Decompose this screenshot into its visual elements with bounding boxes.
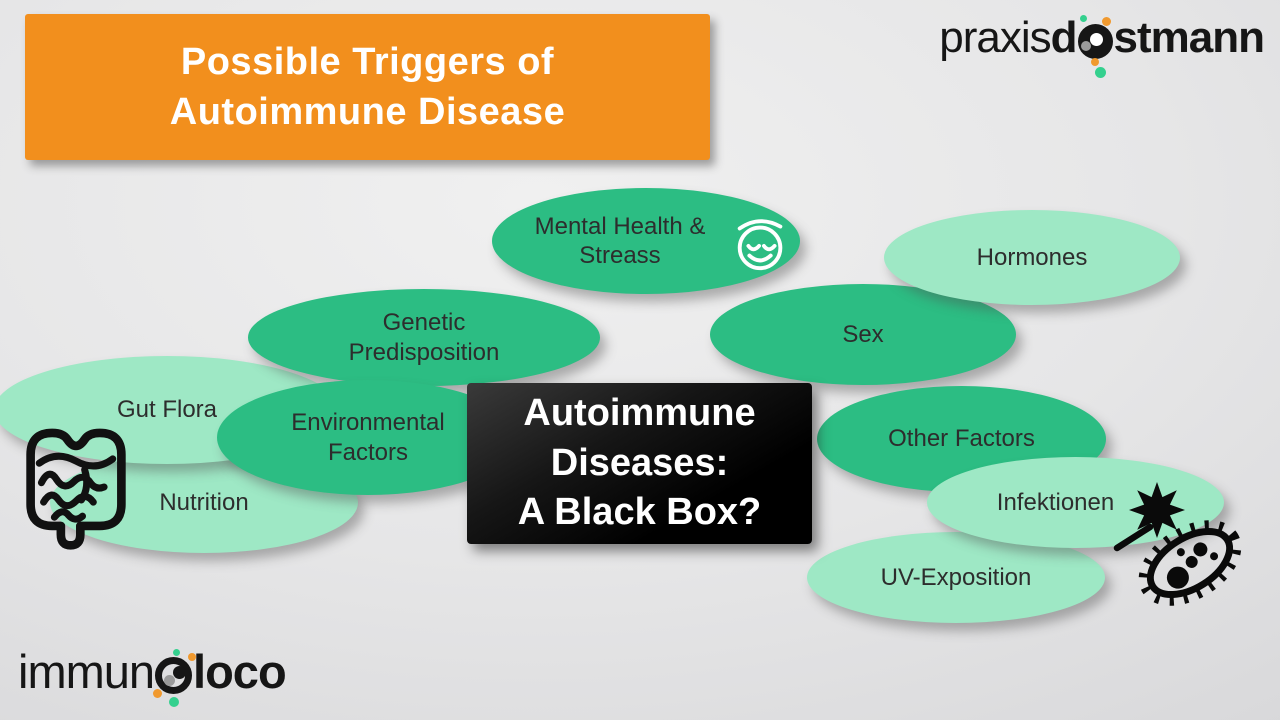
bubble-infektionen: Infektionen xyxy=(927,457,1224,548)
bubble-sex: Sex xyxy=(710,284,1016,385)
bubble-label: Genetic Predisposition xyxy=(348,309,500,366)
center-black-box: Autoimmune Diseases: A Black Box? xyxy=(467,383,812,544)
title-banner: Possible Triggers of Autoimmune Disease xyxy=(25,14,710,160)
bubble-label: Environmental Factors xyxy=(291,409,445,466)
bubble-label: Mental Health & Streass xyxy=(534,212,706,269)
logo-dot-orange-top xyxy=(1101,17,1111,26)
bubble-hormones: Hormones xyxy=(884,210,1180,305)
logo-dot-green-top xyxy=(1079,15,1087,22)
logo-dot-green-top xyxy=(173,649,181,656)
intestine-icon xyxy=(26,428,126,550)
virus-starburst-icon xyxy=(1129,482,1185,538)
logo-dot-orange-bottom xyxy=(1090,58,1099,66)
bubble-label: Hormones xyxy=(976,243,1088,271)
logo-o-dots-icon xyxy=(153,649,197,707)
logo-text-loco: loco xyxy=(193,645,287,698)
logo-dot-green-bottom xyxy=(169,697,180,707)
flagella-lines xyxy=(1113,509,1170,552)
logo-o-dots-icon xyxy=(1077,15,1113,78)
bubble-label: Nutrition xyxy=(159,488,249,516)
virus-and-bacteria-icons xyxy=(1113,482,1242,606)
bubble-label: Infektionen xyxy=(996,488,1115,516)
bubble-genetic-predisposition: Genetic Predisposition xyxy=(248,289,600,386)
bubble-mental-health-stress: Mental Health & Streass xyxy=(492,188,800,294)
immunoloco-logo: immun loco xyxy=(18,645,287,707)
logo-dot-green-bottom xyxy=(1094,67,1106,78)
slide-title: Possible Triggers of Autoimmune Disease xyxy=(169,40,566,133)
logo-dot-orange-top xyxy=(188,653,197,661)
logo-text-praxis: praxis xyxy=(939,13,1051,62)
logo-dot-gray xyxy=(164,675,176,686)
logo-text-stmann: stmann xyxy=(1113,13,1265,62)
smiley-face-icon xyxy=(737,219,783,271)
center-black-box-text: Autoimmune Diseases: A Black Box? xyxy=(517,392,762,534)
bubble-label: Other Factors xyxy=(888,425,1035,453)
praxis-dostmann-logo: praxis d stmann xyxy=(939,13,1265,78)
logo-dot-white xyxy=(1089,33,1103,46)
bubble-label: Gut Flora xyxy=(116,396,218,424)
logo-dot-gray xyxy=(1080,41,1091,51)
bubble-label: UV-Exposition xyxy=(880,563,1032,591)
bacteria-icon xyxy=(1138,520,1242,606)
bubble-label: Sex xyxy=(842,320,884,348)
logo-text-d: d xyxy=(1050,13,1078,62)
logo-dot-black xyxy=(173,666,187,679)
bubble-uv-exposition: UV-Exposition xyxy=(807,532,1105,623)
logo-text-immun: immun xyxy=(18,645,155,698)
logo-dot-orange-bottom xyxy=(153,689,163,698)
